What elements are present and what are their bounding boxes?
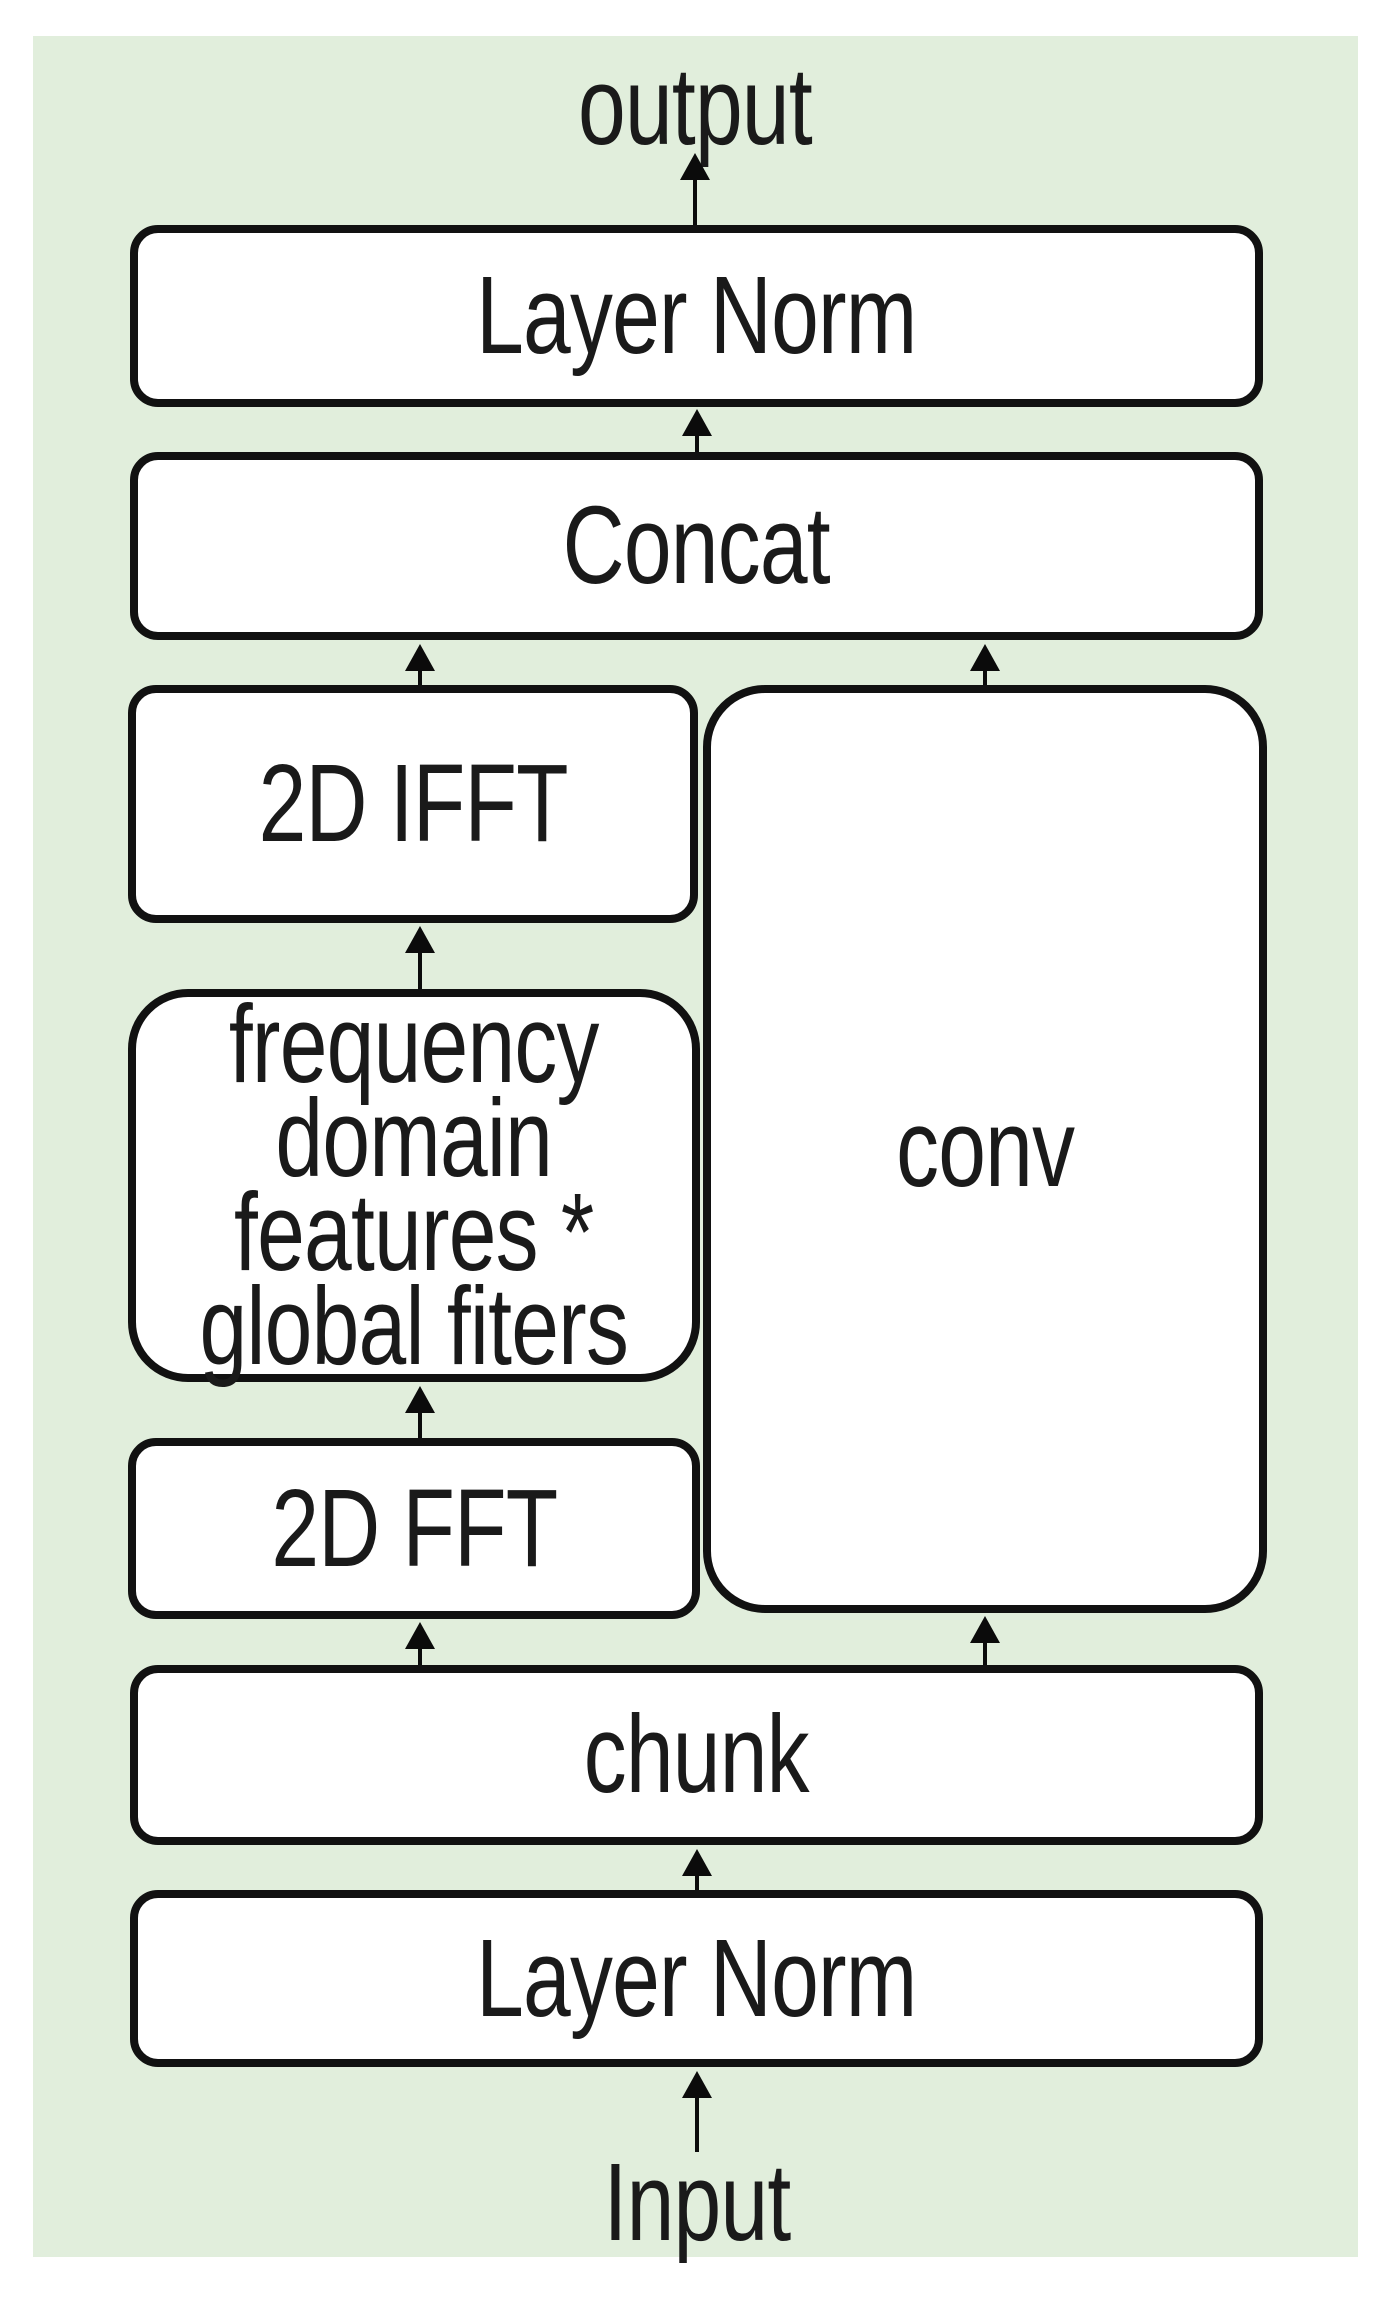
arrow-shaft [695,2089,699,2152]
node-label: 2D FFT [270,1466,558,1590]
node-conv: conv [703,685,1267,1613]
node-label: Concat [562,484,831,607]
node-label-line: frequency [229,982,600,1106]
arrow-shaft [983,1634,987,1666]
arrow-shaft [418,944,422,990]
arrow-ifft-to-concat [405,644,435,686]
arrow-shaft [418,1640,422,1666]
node-layer-norm-bottom: Layer Norm [130,1890,1263,2067]
arrow-layernorm-to-chunk [682,1849,712,1891]
arrow-shaft [983,662,987,686]
arrow-shaft [693,171,697,225]
node-layer-norm-top: Layer Norm [130,225,1263,407]
node-label-line: domain [275,1076,554,1200]
input-label: Input [603,2141,792,2264]
arrow-fft-to-freqfilter [405,1386,435,1439]
node-concat: Concat [130,452,1263,640]
arrow-chunk-to-fft [405,1622,435,1666]
output-label: output [578,45,813,168]
node-label: Layer Norm [476,254,917,377]
node-label-multiline: frequency domain features * global fiter… [199,982,629,1388]
arrow-input-to-layernorm [682,2071,712,2152]
node-chunk: chunk [130,1665,1263,1845]
arrow-concat-to-layernorm [682,409,712,452]
node-label: 2D IFFT [258,742,568,865]
arrow-freqfilter-to-ifft [405,926,435,990]
node-label: chunk [583,1693,810,1816]
arrow-chunk-to-conv [970,1616,1000,1666]
arrow-layernorm-to-output [680,153,710,225]
node-label-line: features * [234,1170,594,1294]
node-frequency-filter: frequency domain features * global fiter… [128,989,700,1382]
arrow-shaft [695,427,699,452]
node-label-line: global fiters [199,1264,629,1388]
node-2d-fft: 2D FFT [128,1438,700,1619]
arrow-conv-to-concat [970,644,1000,686]
node-label: Layer Norm [476,1916,917,2040]
arrow-shaft [418,1404,422,1439]
node-label: conv [895,1087,1075,1210]
node-2d-ifft: 2D IFFT [128,685,698,923]
arrow-shaft [418,662,422,686]
arrow-shaft [695,1867,699,1891]
